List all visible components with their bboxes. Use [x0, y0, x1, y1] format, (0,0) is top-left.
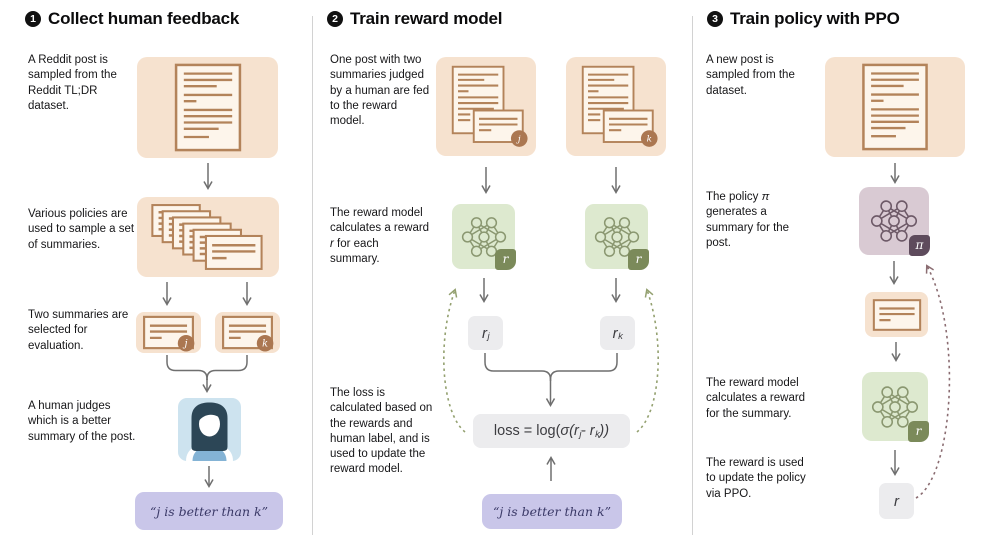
reward-value: r	[879, 483, 914, 519]
note-new-post: A new post is sampled from the dataset.	[706, 54, 795, 97]
step-1-number-badge: 1	[25, 11, 41, 27]
panel-3-header: 3 Train policy with PPO	[707, 9, 900, 29]
note-reddit-post: A Reddit post is sampled from the Reddit…	[28, 54, 117, 112]
panel-3-title: Train policy with PPO	[730, 9, 900, 28]
dashed-update-policy	[915, 264, 951, 499]
post-with-summary-j-icon: j	[444, 65, 528, 147]
reddit-post-box	[137, 57, 278, 158]
badge-j-circle	[177, 334, 195, 352]
note-reward-updates-policy: The reward is used to update the policy …	[706, 457, 806, 500]
note-two-summaries: Two summaries are selected for evaluatio…	[28, 309, 129, 352]
summary-card-k-icon: k	[221, 312, 274, 352]
note-various-policies: Various policies are used to sample a se…	[28, 208, 135, 251]
summary-k-box: k	[215, 312, 280, 353]
step-2-number-badge: 2	[327, 11, 343, 27]
merge-brace-rj	[484, 353, 552, 381]
badge-k-circle	[256, 334, 274, 352]
policy-box: π	[859, 187, 930, 256]
panel-1-header: 1 Collect human feedback	[25, 9, 239, 29]
badge-j-label: j	[516, 134, 521, 144]
note-loss-calculated: The loss is calculated based on the rewa…	[330, 387, 433, 476]
human-judge-box	[178, 398, 241, 461]
reward-model-badge: r	[908, 421, 929, 442]
panel1-connectors	[162, 163, 252, 489]
merge-brace-rk	[549, 353, 618, 380]
reward-variable: r	[330, 237, 334, 250]
merge-brace-left	[166, 355, 208, 380]
note-reward-model-calculates: The reward model calculates a reward r f…	[330, 207, 430, 265]
note-one-post-two-summaries: One post with two summaries judged by a …	[330, 54, 430, 128]
policy-variable: π	[761, 191, 770, 203]
post-with-summary-k-icon: k	[574, 65, 658, 147]
document-icon	[861, 63, 929, 151]
summary-stack-box	[137, 197, 279, 277]
post-with-summary-j-box: j	[436, 57, 536, 156]
panel2-connectors	[443, 167, 659, 481]
summary-j-box: j	[136, 312, 201, 353]
generated-summary-box	[865, 292, 928, 337]
panel-1-title: Collect human feedback	[48, 9, 240, 28]
summary-stack-icon	[151, 204, 263, 270]
note-human-judges: A human judges which is a better summary…	[28, 400, 136, 443]
note-policy-generates: The policy π generates a summary for the…	[706, 191, 790, 249]
step-3-number-badge: 3	[707, 11, 723, 27]
summary-card-j-icon: j	[142, 312, 195, 352]
reward-model-box: r	[862, 372, 929, 442]
reward-model-badge: r	[628, 249, 649, 270]
badge-k-label: k	[647, 134, 652, 144]
post-with-summary-k-box: k	[566, 57, 666, 156]
panel-2-title: Train reward model	[350, 9, 503, 28]
new-post-box	[825, 57, 965, 157]
badge-j-circle	[510, 129, 528, 147]
panel3-connectors	[889, 163, 951, 499]
reward-model-k-box: r	[585, 204, 649, 270]
policy-badge: π	[909, 235, 930, 256]
panel-2-header: 2 Train reward model	[327, 9, 502, 29]
badge-k-label: k	[262, 339, 268, 350]
human-label-quote: “j is better than k”	[482, 494, 622, 529]
note-reward-model-calculates: The reward model calculates a reward for…	[706, 377, 806, 420]
reward-model-badge: r	[495, 249, 516, 270]
badge-k-circle	[640, 129, 658, 147]
summary-card-icon	[872, 298, 922, 332]
human-label-quote: “j is better than k”	[135, 492, 283, 530]
human-icon	[186, 402, 233, 461]
merge-brace-right	[206, 355, 248, 380]
badge-j-label: j	[183, 339, 188, 350]
reward-model-j-box: r	[452, 204, 516, 270]
